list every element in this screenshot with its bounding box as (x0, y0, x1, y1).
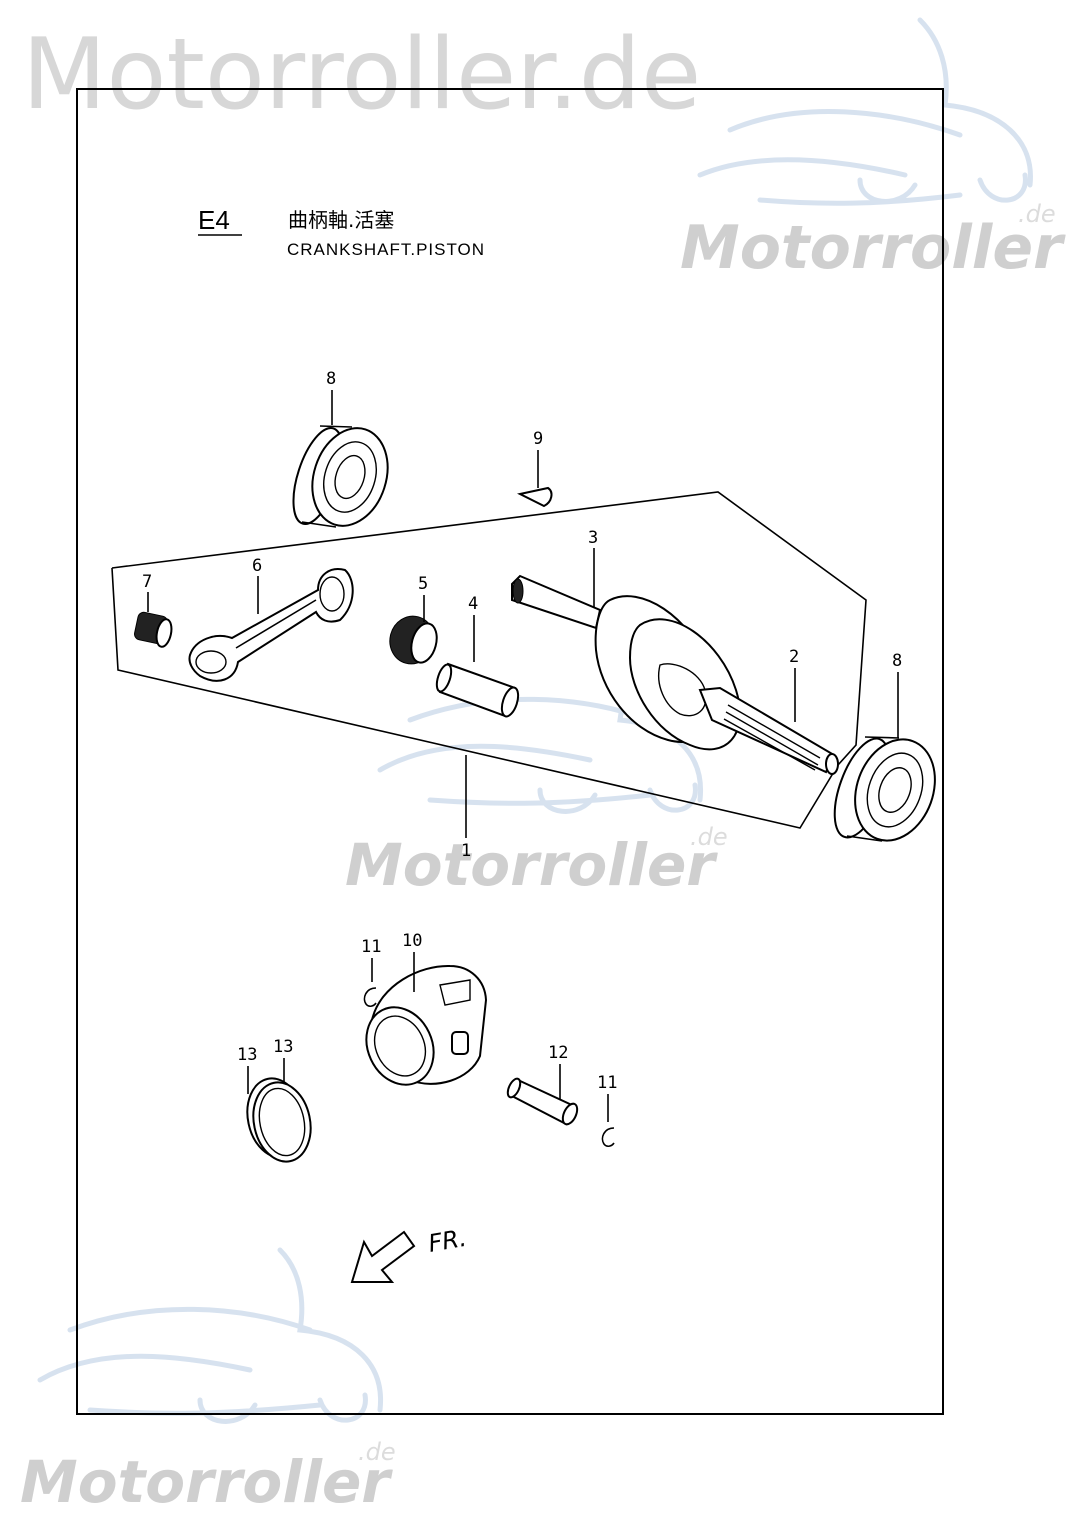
diagram-header: E4 曲柄軸.活塞 CRANKSHAFT.PISTON (198, 205, 485, 259)
callout-3: 3 (588, 528, 598, 548)
circlip-lower-part-11 (601, 1127, 615, 1148)
crank-pin-part-4 (435, 662, 520, 718)
callout-11-lower: 11 (597, 1073, 617, 1093)
callout-8-upper: 8 (326, 369, 336, 389)
crankshaft-part-3-2 (511, 574, 839, 775)
callout-10: 10 (402, 931, 422, 951)
callout-7: 7 (142, 572, 152, 592)
needle-bearing-small-part-7 (134, 611, 173, 648)
piston-rings-part-13 (246, 1077, 312, 1163)
watermark-de-center: .de (690, 823, 728, 851)
section-title-cn: 曲柄軸.活塞 (288, 208, 394, 232)
watermark-scooter-logo-bottom-left (37, 1247, 384, 1424)
callout-1: 1 (461, 841, 471, 861)
watermark-de-top-right: .de (1018, 200, 1056, 228)
leader-lines (147, 390, 899, 1122)
circlip-upper-part-11 (363, 987, 377, 1008)
watermark-top-text: Motorroller.de (22, 18, 701, 132)
callouts: 1 2 3 4 5 6 7 8 8 9 10 11 11 12 13 13 (142, 369, 902, 1093)
bearing-upper-part-8 (292, 425, 389, 528)
callout-2: 2 (789, 647, 799, 667)
front-arrow-icon (350, 1230, 416, 1283)
watermark-layer: Motorroller.de .de Motorroller .de Motor… (20, 17, 1066, 1516)
callout-6: 6 (252, 556, 262, 576)
callout-13-left: 13 (237, 1045, 257, 1065)
callout-13-right: 13 (273, 1037, 293, 1057)
piston-part-10 (365, 964, 488, 1086)
crankshaft-assembly-outline (111, 491, 867, 829)
front-direction-indicator: FR. (350, 1224, 469, 1283)
callout-5: 5 (418, 574, 428, 594)
needle-bearing-part-5 (389, 615, 438, 665)
front-direction-label: FR. (426, 1224, 468, 1258)
callout-11-upper: 11 (361, 937, 381, 957)
section-code: E4 (198, 205, 230, 235)
watermark-de-bottom-left: .de (358, 1438, 396, 1466)
watermark-scooter-logo-top-right (697, 17, 1033, 206)
woodruff-key-part-9 (517, 486, 553, 508)
callout-9: 9 (533, 429, 543, 449)
diagram-frame (76, 88, 944, 1415)
callout-8-lower: 8 (892, 651, 902, 671)
watermark-brand-bottom-left: Motorroller (20, 1448, 393, 1516)
piston-pin-part-12 (506, 1077, 579, 1126)
watermark-scooter-logo-center (377, 637, 704, 814)
callout-12: 12 (548, 1043, 568, 1063)
watermark-brand-center: Motorroller (345, 831, 718, 899)
bearing-lower-part-8 (833, 736, 936, 842)
callout-4: 4 (468, 594, 478, 614)
section-title-en: CRANKSHAFT.PISTON (287, 240, 485, 259)
watermark-brand-top-right: Motorroller (680, 213, 1066, 283)
connecting-rod-part-6 (188, 568, 354, 682)
